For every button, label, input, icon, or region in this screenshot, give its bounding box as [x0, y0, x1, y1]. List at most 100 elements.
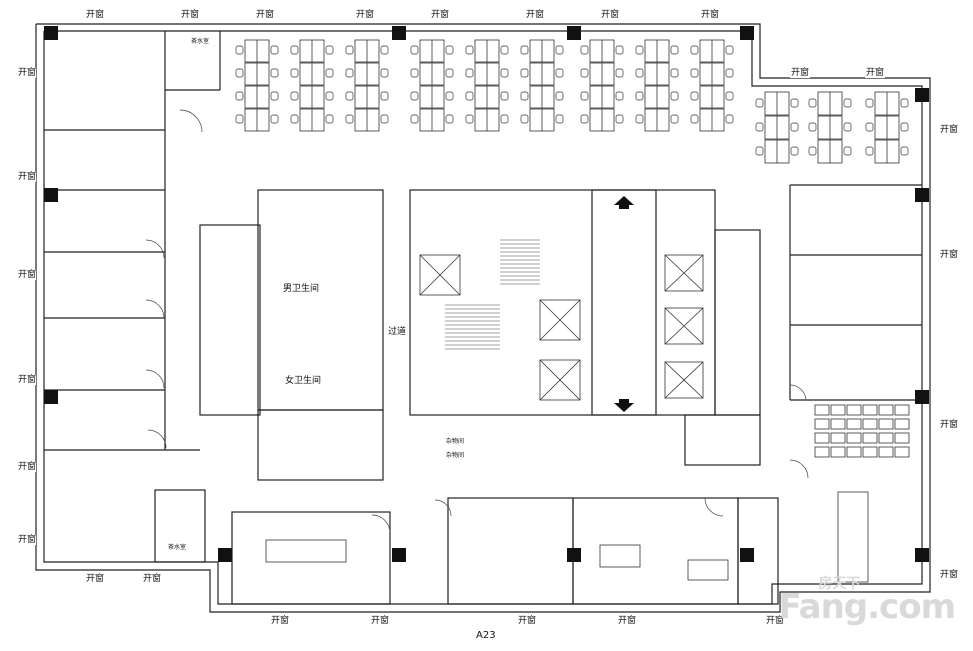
chair	[500, 68, 509, 78]
elevator-shafts	[419, 254, 704, 401]
window-label: 开窗	[18, 270, 37, 280]
training-desk	[862, 432, 878, 444]
chair	[410, 68, 419, 78]
chair	[615, 45, 624, 55]
window-label: 开窗	[525, 10, 546, 20]
window-label: 开窗	[940, 420, 959, 430]
window-label: 开窗	[255, 10, 276, 20]
chair	[580, 114, 589, 124]
corridor-label: 过道	[388, 327, 407, 337]
structural-columns	[44, 26, 929, 562]
plan-caption: A23	[476, 630, 496, 641]
chair	[235, 45, 244, 55]
window-label: 开窗	[18, 375, 37, 385]
chair	[290, 91, 299, 101]
chair	[690, 91, 699, 101]
chair	[345, 114, 354, 124]
chair	[900, 122, 909, 132]
chair	[500, 91, 509, 101]
chair	[290, 114, 299, 124]
meeting-tables	[265, 491, 869, 583]
chair	[790, 98, 799, 108]
open-office-workstations	[244, 39, 910, 458]
training-desk	[830, 404, 846, 416]
chair	[670, 45, 679, 55]
chair	[410, 91, 419, 101]
chair	[555, 45, 564, 55]
chair	[555, 91, 564, 101]
chair	[380, 45, 389, 55]
chair	[615, 114, 624, 124]
training-desk	[878, 404, 894, 416]
chair	[555, 68, 564, 78]
chair	[615, 68, 624, 78]
chair	[235, 68, 244, 78]
window-label: 开窗	[700, 10, 721, 20]
window-label: 开窗	[940, 570, 959, 580]
chair	[465, 45, 474, 55]
window-label: 开窗	[270, 616, 291, 626]
chair	[520, 91, 529, 101]
chair	[325, 68, 334, 78]
window-label: 开窗	[517, 616, 538, 626]
training-desk	[894, 404, 910, 416]
chair	[345, 68, 354, 78]
chair	[270, 91, 279, 101]
training-desk	[878, 418, 894, 430]
chair	[325, 114, 334, 124]
chair	[445, 91, 454, 101]
chair	[580, 45, 589, 55]
window-label: 开窗	[18, 172, 37, 182]
chair	[635, 114, 644, 124]
training-desk	[846, 432, 862, 444]
chair	[380, 68, 389, 78]
training-desk	[894, 446, 910, 458]
window-label: 开窗	[85, 574, 106, 584]
window-label: 开窗	[142, 574, 163, 584]
chair	[580, 68, 589, 78]
chair	[808, 98, 817, 108]
chair	[290, 68, 299, 78]
chair	[465, 68, 474, 78]
chair	[808, 122, 817, 132]
chair	[635, 91, 644, 101]
chair	[235, 91, 244, 101]
window-label: 开窗	[18, 462, 37, 472]
chair	[755, 98, 764, 108]
training-desk	[814, 432, 830, 444]
womens-restroom-label: 女卫生间	[285, 376, 322, 386]
chair	[500, 114, 509, 124]
training-desk	[894, 418, 910, 430]
chair	[235, 114, 244, 124]
training-desk	[878, 432, 894, 444]
chair	[900, 146, 909, 156]
training-desk	[814, 446, 830, 458]
training-desk	[830, 432, 846, 444]
chair	[445, 45, 454, 55]
training-desk	[846, 418, 862, 430]
chair	[270, 68, 279, 78]
chair	[445, 68, 454, 78]
chair	[345, 45, 354, 55]
chair	[843, 122, 852, 132]
window-label: 开窗	[765, 616, 786, 626]
chair	[865, 98, 874, 108]
stairwell	[445, 239, 540, 350]
window-label: 开窗	[85, 10, 106, 20]
chair	[520, 114, 529, 124]
chair	[755, 146, 764, 156]
chair	[465, 91, 474, 101]
chair	[670, 68, 679, 78]
tea-room-label-bottom: 茶水室	[168, 543, 187, 552]
training-desk	[814, 418, 830, 430]
chair	[465, 114, 474, 124]
chair	[865, 122, 874, 132]
chair	[380, 114, 389, 124]
chair	[755, 122, 764, 132]
chair	[380, 91, 389, 101]
storage-label-2: 杂物间	[446, 451, 465, 460]
chair	[520, 68, 529, 78]
chair	[725, 114, 734, 124]
window-label: 开窗	[430, 10, 451, 20]
escalator-arrows	[614, 196, 634, 412]
